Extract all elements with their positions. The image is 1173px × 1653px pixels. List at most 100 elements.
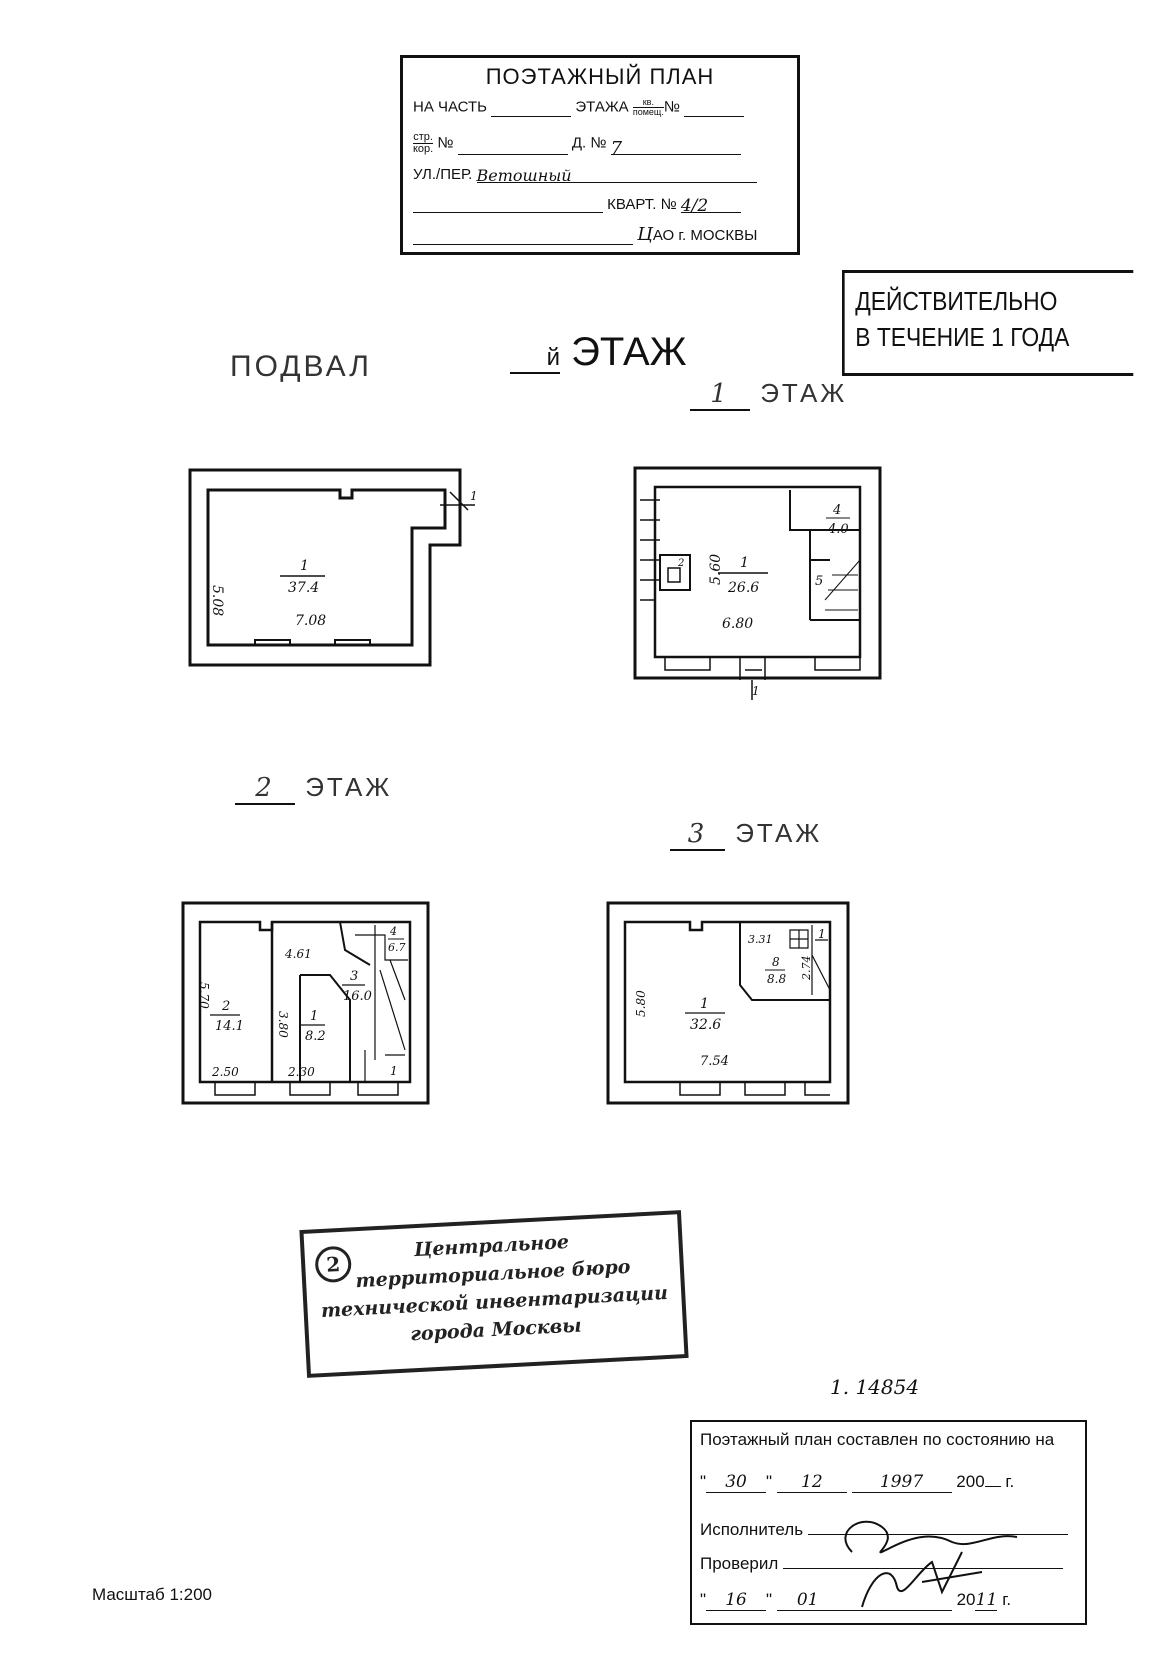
third-room1-num: 1 <box>700 996 709 1012</box>
label-part: НА ЧАСТЬ <box>413 98 488 116</box>
plan-title: ПОЭТАЖНЫЙ ПЛАН <box>485 64 715 89</box>
footer-box: Поэтажный план составлен по состоянию на… <box>690 1420 1087 1625</box>
first-room1-area: 26.6 <box>727 580 759 596</box>
second-room2-num: 2 <box>221 999 230 1014</box>
header-row-district: ЦАО г. МОСКВЫ <box>413 224 757 245</box>
second-dim-h2: 2.30 <box>287 1065 315 1079</box>
third-room8-num: 8 <box>772 955 780 969</box>
frac-num: стр. <box>413 131 434 144</box>
checked-signature-line <box>783 1568 1064 1569</box>
footer-day2: 16 <box>706 1590 767 1611</box>
first-floor-word: ЭТАЖ <box>760 378 848 408</box>
third-dim-small2: 2.74 <box>800 956 813 982</box>
footer-year-prefix: 200 <box>956 1472 985 1491</box>
footer-year2-hw: 11 <box>975 1590 998 1611</box>
label-block: КВАРТ. № <box>607 196 677 213</box>
header-row-building: стр. кор. № Д. № 7 <box>413 131 741 159</box>
first-room5-num: 5 <box>815 574 823 589</box>
frac-den: кор. <box>413 143 434 155</box>
basement-plan: 1 37.4 5.08 7.08 1 <box>188 468 478 667</box>
first-floor-plan: 1 26.6 5.60 6.80 4 4.0 5 2 1 <box>633 466 882 700</box>
third-floor-num: 3 <box>670 819 725 851</box>
first-small-room: 2 <box>677 558 684 569</box>
second-dim-v1: 5.70 <box>197 982 211 1009</box>
third-dim-v: 5.80 <box>634 990 648 1017</box>
blank-line <box>413 228 633 245</box>
generic-floor-suffix: й <box>510 344 560 374</box>
footer-month2: 01 <box>776 1590 952 1611</box>
footer-year2-prefix: 20 <box>956 1590 976 1609</box>
second-dim-inner: 4.61 <box>284 947 312 961</box>
footer-year-suffix: г. <box>1005 1472 1015 1491</box>
frac-num: кв. <box>632 98 664 108</box>
footer-executor-line: Исполнитель <box>700 1520 1068 1540</box>
label-third-floor: 3 ЭТАЖ <box>670 818 822 851</box>
first-bottom-mark: 1 <box>752 684 760 698</box>
footer-executor-label: Исполнитель <box>700 1520 804 1539</box>
frac-den: помещ. <box>632 107 664 117</box>
header-row-part: НА ЧАСТЬ ЭТАЖА кв. помещ. № <box>413 98 745 117</box>
header-box: ПОЭТАЖНЫЙ ПЛАН НА ЧАСТЬ ЭТАЖА кв. помещ.… <box>400 55 800 255</box>
scale-label: Масштаб 1:200 <box>92 1585 212 1604</box>
inventory-number: 1. 14854 <box>830 1375 920 1399</box>
blank-line <box>413 196 603 213</box>
label-street: УЛ./ПЕР. <box>413 166 473 183</box>
signature-marks <box>844 1520 1018 1608</box>
footer-date-line: "30" 12 1997 200 г. <box>700 1472 1015 1493</box>
label-no: № <box>437 134 454 152</box>
basement-dim-h: 7.08 <box>295 613 326 629</box>
label-basement: ПОДВАЛ <box>230 350 372 383</box>
first-dim-v: 5.60 <box>708 554 724 585</box>
label-second-floor: 2 ЭТАЖ <box>235 772 392 805</box>
label-no: № <box>663 98 680 116</box>
second-room2-area: 14.1 <box>215 1019 244 1034</box>
header-row-block: КВАРТ. № 4/2 <box>413 196 741 216</box>
first-room1-num: 1 <box>740 555 749 571</box>
validity-line2: В ТЕЧЕНИЕ 1 ГОДА <box>855 322 1070 352</box>
third-dim-small: 3.31 <box>748 933 773 946</box>
blank-line <box>457 138 568 155</box>
first-dim-h: 6.80 <box>722 616 753 632</box>
footer-date2-line: "16" 01 2011 г. <box>700 1590 1012 1611</box>
second-room3-num: 3 <box>350 969 358 984</box>
footer-checked-line: Проверил <box>700 1554 1064 1574</box>
second-room1-num: 1 <box>310 1009 318 1024</box>
header-row-street: УЛ./ПЕР. Ветошный <box>413 166 757 185</box>
first-room4-area: 4.0 <box>827 522 849 537</box>
district-hw: Ц <box>637 224 653 245</box>
label-house: Д. № <box>571 134 607 152</box>
second-room1-area: 8.2 <box>305 1029 326 1044</box>
third-floor-plan: 1 32.6 5.80 7.54 8 8.8 3.31 2.74 1 <box>606 901 850 1105</box>
second-dim-h1: 2.50 <box>211 1065 239 1079</box>
second-room4-area: 6.7 <box>388 941 406 954</box>
footer-year2-suffix: г. <box>1002 1590 1012 1609</box>
street-name: Ветошный <box>476 166 757 185</box>
second-floor-num: 2 <box>235 773 295 805</box>
third-room1-area: 32.6 <box>690 1017 721 1033</box>
validity-stamp: ДЕЙСТВИТЕЛЬНО В ТЕЧЕНИЕ 1 ГОДА <box>842 270 1134 376</box>
label-generic-floor: й ЭТАЖ <box>510 330 687 375</box>
second-room3-area: 16.0 <box>343 989 372 1004</box>
label-floor: ЭТАЖА <box>575 98 629 116</box>
second-floor-word: ЭТАЖ <box>305 772 393 802</box>
footer-day: 30 <box>706 1472 767 1493</box>
fraction-kv-pomesch: кв. помещ. <box>632 98 664 117</box>
second-dim-v2: 3.80 <box>276 1011 290 1038</box>
executor-signature-line <box>807 1534 1068 1535</box>
validity-line1: ДЕЙСТВИТЕЛЬНО <box>855 286 1058 316</box>
block-number: 4/2 <box>680 196 741 216</box>
basement-corner-mark: 1 <box>470 489 478 503</box>
first-floor-num: 1 <box>690 379 750 411</box>
second-room4-num: 4 <box>389 925 397 938</box>
basement-room-num: 1 <box>300 558 309 574</box>
fraction-str-kor: стр. кор. <box>413 131 434 155</box>
second-floor-plan: 2 14.1 1 8.2 3 16.0 4 6.7 5.70 3.80 2.50… <box>181 901 430 1105</box>
footer-checked-label: Проверил <box>700 1554 779 1573</box>
basement-dim-v: 5.08 <box>209 585 225 616</box>
third-floor-word: ЭТАЖ <box>735 818 823 848</box>
third-dim-h: 7.54 <box>700 1054 729 1069</box>
blank-line <box>684 100 745 117</box>
bureau-stamp: 2 Центральное территориальное бюро техни… <box>299 1210 689 1378</box>
house-number: 7 <box>610 138 741 159</box>
